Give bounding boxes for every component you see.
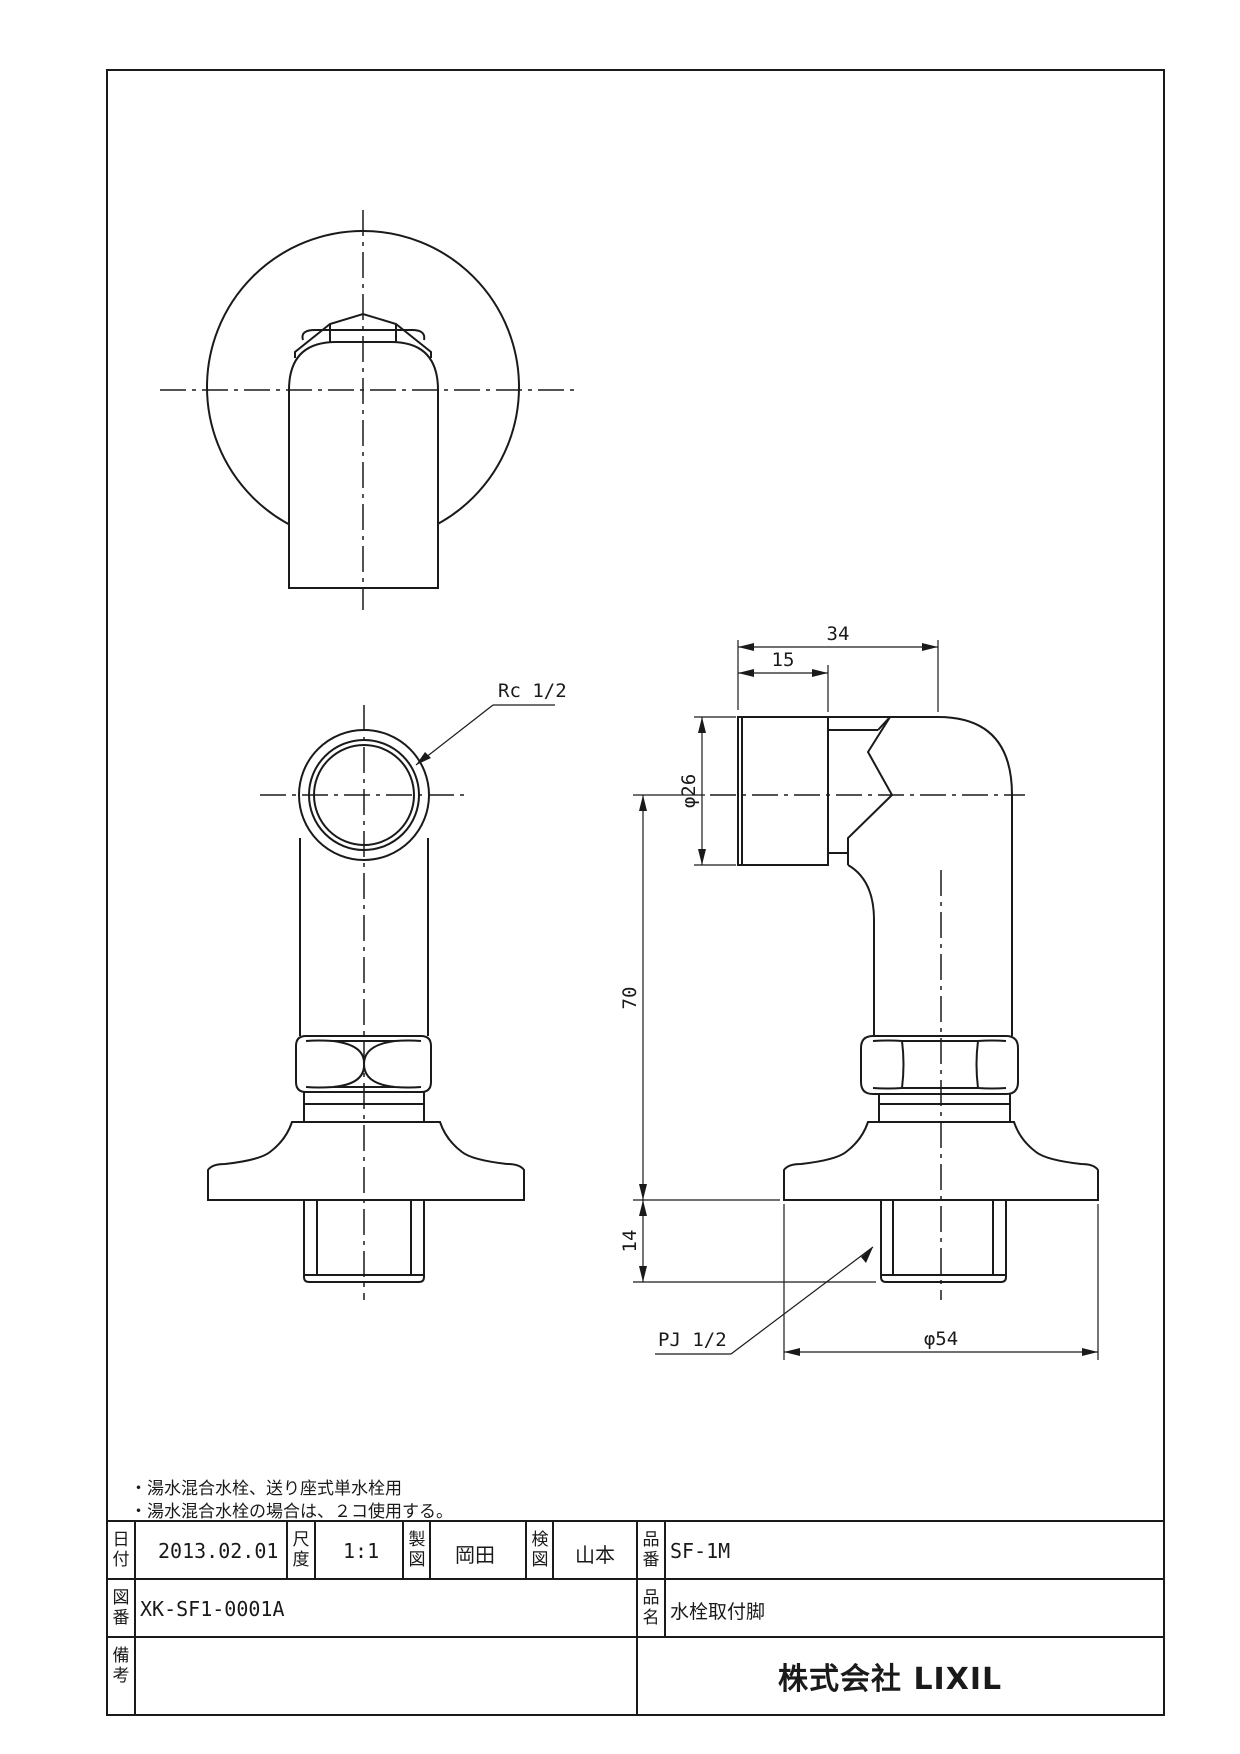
callout-pj: PJ 1/2 xyxy=(658,1329,727,1351)
scale-label: 尺度 xyxy=(292,1530,310,1570)
part-no-label: 品番 xyxy=(642,1530,660,1570)
checked-value: 山本 xyxy=(575,1543,615,1567)
centerlines xyxy=(160,210,1025,1300)
callout-rc: Rc 1/2 xyxy=(498,680,567,702)
drawing-no-value: XK-SF1-0001A xyxy=(140,1597,285,1621)
dim-phi54: φ54 xyxy=(924,1328,958,1350)
dim-34: 34 xyxy=(827,623,850,645)
part-no-value: SF-1M xyxy=(670,1539,731,1563)
drawn-value: 岡田 xyxy=(455,1543,495,1567)
arrowheads xyxy=(416,643,1098,1356)
note-1: ・湯水混合水栓、送り座式単水栓用 xyxy=(130,1479,402,1499)
title-block-grid xyxy=(107,1520,1164,1715)
note-2: ・湯水混合水栓の場合は、２コ使用する。 xyxy=(130,1502,453,1522)
remarks-label: 備考 xyxy=(112,1646,130,1686)
checked-label: 検図 xyxy=(531,1530,549,1570)
part-name-label: 品名 xyxy=(642,1588,660,1628)
drawn-label: 製図 xyxy=(408,1530,426,1570)
dim-14: 14 xyxy=(619,1230,641,1253)
scale-value: 1:1 xyxy=(343,1539,380,1563)
dim-70: 70 xyxy=(619,987,641,1010)
date-value: 2013.02.01 xyxy=(158,1539,279,1563)
front-view xyxy=(207,729,525,1283)
dim-phi26: φ26 xyxy=(678,774,700,808)
dimension-lines xyxy=(415,640,1099,1360)
part-name-value: 水栓取付脚 xyxy=(670,1601,766,1623)
dim-15: 15 xyxy=(772,649,795,671)
date-label: 日付 xyxy=(112,1530,130,1570)
drawing-no-label: 図番 xyxy=(112,1588,130,1628)
side-view xyxy=(737,716,1099,1283)
company-logo: 株式会社 LIXIL xyxy=(778,1662,1003,1697)
drawing-border xyxy=(106,69,1165,1716)
